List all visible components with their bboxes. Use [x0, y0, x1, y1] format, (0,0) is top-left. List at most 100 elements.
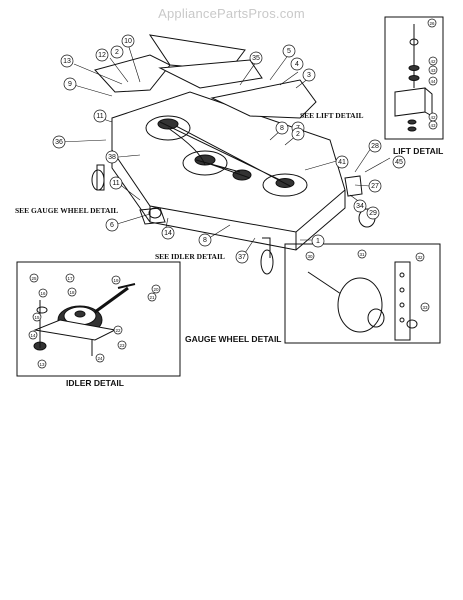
main-callout-number: 3	[307, 72, 311, 79]
main-callout-5: 5	[282, 44, 296, 58]
lift-callout-number: 43	[430, 123, 436, 128]
lift-callout-number: 42	[430, 59, 436, 64]
lift-callout-26: 26	[427, 18, 437, 28]
idler-callout-number: 17	[67, 276, 73, 281]
main-callout-number: 11	[112, 180, 119, 187]
main-callout-number: 10	[124, 38, 132, 45]
main-callout-number: 37	[238, 254, 246, 261]
idler-detail-caption: IDLER DETAIL	[66, 378, 124, 388]
main-callout-14: 14	[161, 226, 175, 240]
main-callout-13: 13	[60, 54, 74, 68]
main-callout-3: 3	[302, 68, 316, 82]
main-callout-number: 9	[68, 81, 72, 88]
idler-callout-number: 15	[34, 315, 40, 320]
main-callout-number: 14	[164, 230, 172, 237]
main-callout-number: 34	[356, 203, 364, 210]
lift-detail-caption: LIFT DETAIL	[393, 146, 443, 156]
main-callout-37: 37	[235, 250, 249, 264]
idler-callout-number: 20	[153, 287, 159, 292]
lift-callout-number: 26	[429, 21, 435, 26]
main-callout-number: 6	[110, 222, 114, 229]
main-callout-11: 11	[93, 109, 107, 123]
main-callout-45: 45	[392, 155, 406, 169]
main-callout-number: 12	[98, 52, 106, 59]
see-idler-detail-label: SEE IDLER DETAIL	[155, 252, 225, 261]
main-callout-number: 45	[395, 159, 403, 166]
idler-callout-17: 17	[65, 273, 75, 283]
watermark: AppliancePartsPros.com	[158, 6, 305, 21]
lift-callout-42: 42	[428, 56, 438, 66]
idler-callout-13: 13	[37, 359, 47, 369]
main-callout-number: 36	[55, 139, 63, 146]
main-callout-number: 27	[371, 183, 379, 190]
main-callout-6: 6	[105, 218, 119, 232]
idler-callout-number: 19	[113, 278, 119, 283]
main-callout-35: 35	[249, 51, 263, 65]
main-callout-number: 38	[108, 154, 116, 161]
main-callout-8: 8	[275, 121, 289, 135]
lift-detail-box	[384, 16, 444, 140]
main-callout-number: 11	[96, 113, 103, 120]
main-callout-number: 2	[115, 49, 119, 56]
idler-callout-number: 25	[31, 276, 37, 281]
idler-callout-number: 21	[149, 295, 155, 300]
idler-callout-number: 23	[119, 343, 125, 348]
main-callout-number: 13	[63, 58, 71, 65]
idler-callout-18: 18	[67, 287, 77, 297]
main-callout-34: 34	[353, 199, 367, 213]
leader-lines	[59, 43, 391, 257]
lift-callout-43: 43	[428, 65, 438, 75]
main-callout-4: 4	[290, 57, 304, 71]
idler-callout-14: 14	[28, 330, 38, 340]
main-callout-number: 1	[316, 238, 320, 245]
idler-callout-number: 24	[97, 356, 103, 361]
callout-layer: 1012213935543118723638412845273429116148…	[28, 18, 438, 369]
main-callout-41: 41	[335, 155, 349, 169]
main-callout-8: 8	[198, 233, 212, 247]
idler-callout-15: 15	[32, 312, 42, 322]
idler-callout-22: 22	[113, 325, 123, 335]
main-callout-2: 2	[110, 45, 124, 59]
lift-callout-number: 43	[430, 68, 436, 73]
main-callout-9: 9	[63, 77, 77, 91]
main-callout-27: 27	[368, 179, 382, 193]
idler-callout-19: 19	[111, 275, 121, 285]
idler-callout-number: 18	[69, 290, 75, 295]
main-callout-number: 4	[295, 61, 299, 68]
idler-detail-box	[16, 261, 181, 377]
idler-callout-number: 16	[40, 291, 46, 296]
see-gauge-wheel-detail-label: SEE GAUGE WHEEL DETAIL	[15, 206, 118, 215]
idler-callout-24: 24	[95, 353, 105, 363]
main-callout-number: 2	[296, 131, 300, 138]
gauge-callout-number: 33	[422, 305, 428, 310]
main-callout-36: 36	[52, 135, 66, 149]
main-callout-number: 41	[338, 159, 346, 166]
idler-callout-number: 14	[30, 333, 36, 338]
idler-callout-21: 21	[147, 292, 157, 302]
lift-callout-42: 42	[428, 112, 438, 122]
main-callout-38: 38	[105, 150, 119, 164]
lift-callout-44: 44	[428, 76, 438, 86]
gauge-callout-33: 33	[420, 302, 430, 312]
gauge-callout-number: 32	[417, 255, 423, 260]
main-callout-number: 5	[287, 48, 291, 55]
see-lift-detail-label: SEE LIFT DETAIL	[300, 111, 364, 120]
main-callout-number: 8	[280, 125, 284, 132]
main-callout-12: 12	[95, 48, 109, 62]
gauge-callout-32: 32	[415, 252, 425, 262]
gauge-callout-number: 31	[359, 252, 365, 257]
main-callout-2: 2	[291, 127, 305, 141]
main-callout-29: 29	[366, 206, 380, 220]
idler-callout-16: 16	[38, 288, 48, 298]
main-callout-number: 8	[203, 237, 207, 244]
gauge-wheel-detail-caption: GAUGE WHEEL DETAIL	[185, 334, 282, 344]
idler-callout-number: 13	[39, 362, 45, 367]
main-callout-10: 10	[121, 34, 135, 48]
main-callout-28: 28	[368, 139, 382, 153]
idler-callout-23: 23	[117, 340, 127, 350]
idler-callout-20: 20	[151, 284, 161, 294]
main-callout-number: 35	[252, 55, 260, 62]
lift-callout-number: 44	[430, 79, 436, 84]
gauge-callout-number: 30	[307, 254, 313, 259]
